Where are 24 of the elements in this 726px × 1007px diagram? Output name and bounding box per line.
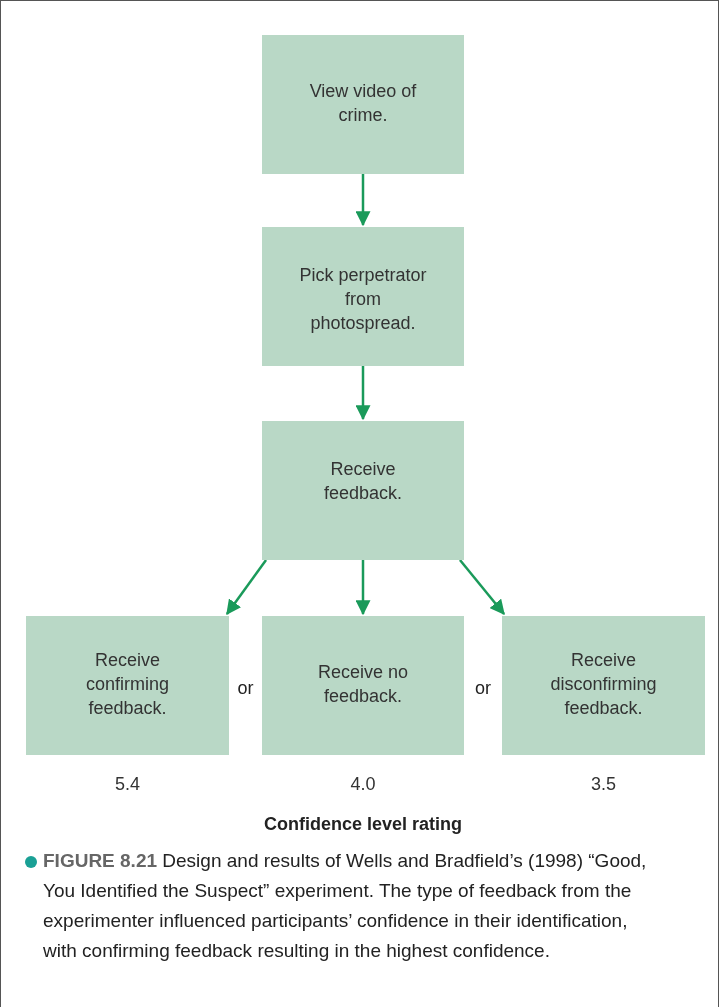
rating-value: 4.0 [349, 773, 377, 796]
process-box [262, 227, 464, 366]
process-box [262, 35, 464, 174]
arrow [225, 559, 268, 615]
arrow [355, 560, 371, 616]
process-box [262, 421, 464, 560]
arrow [355, 174, 371, 227]
figure-caption: FIGURE 8.21 Design and results of Wells and Bradfield’s (1998) “Good, You Identified the Suspect” experiment. The type of feedback from the experimenter influenced participants’ confidence in their identification, with confirming feedback resulting in the highest confidence. [43, 849, 648, 963]
box-text: View video of crime. [308, 80, 418, 127]
rating-value: 5.4 [114, 773, 141, 796]
connector-word: or [236, 677, 255, 700]
arrow [459, 559, 505, 615]
box-text: Receive no feedback. [316, 661, 410, 708]
axis-label: Confidence level rating [262, 813, 463, 836]
arrow [355, 366, 371, 421]
process-box [26, 616, 229, 755]
rating-value: 3.5 [590, 773, 617, 796]
process-box [502, 616, 705, 755]
connector-word: or [474, 677, 492, 700]
box-text: Receive disconfirming feedback. [549, 649, 658, 720]
process-box [262, 616, 464, 755]
box-text: Pick perpetrator from photospread. [298, 264, 428, 335]
box-text: Receive confirming feedback. [85, 649, 170, 720]
box-text: Receive feedback. [322, 458, 404, 505]
